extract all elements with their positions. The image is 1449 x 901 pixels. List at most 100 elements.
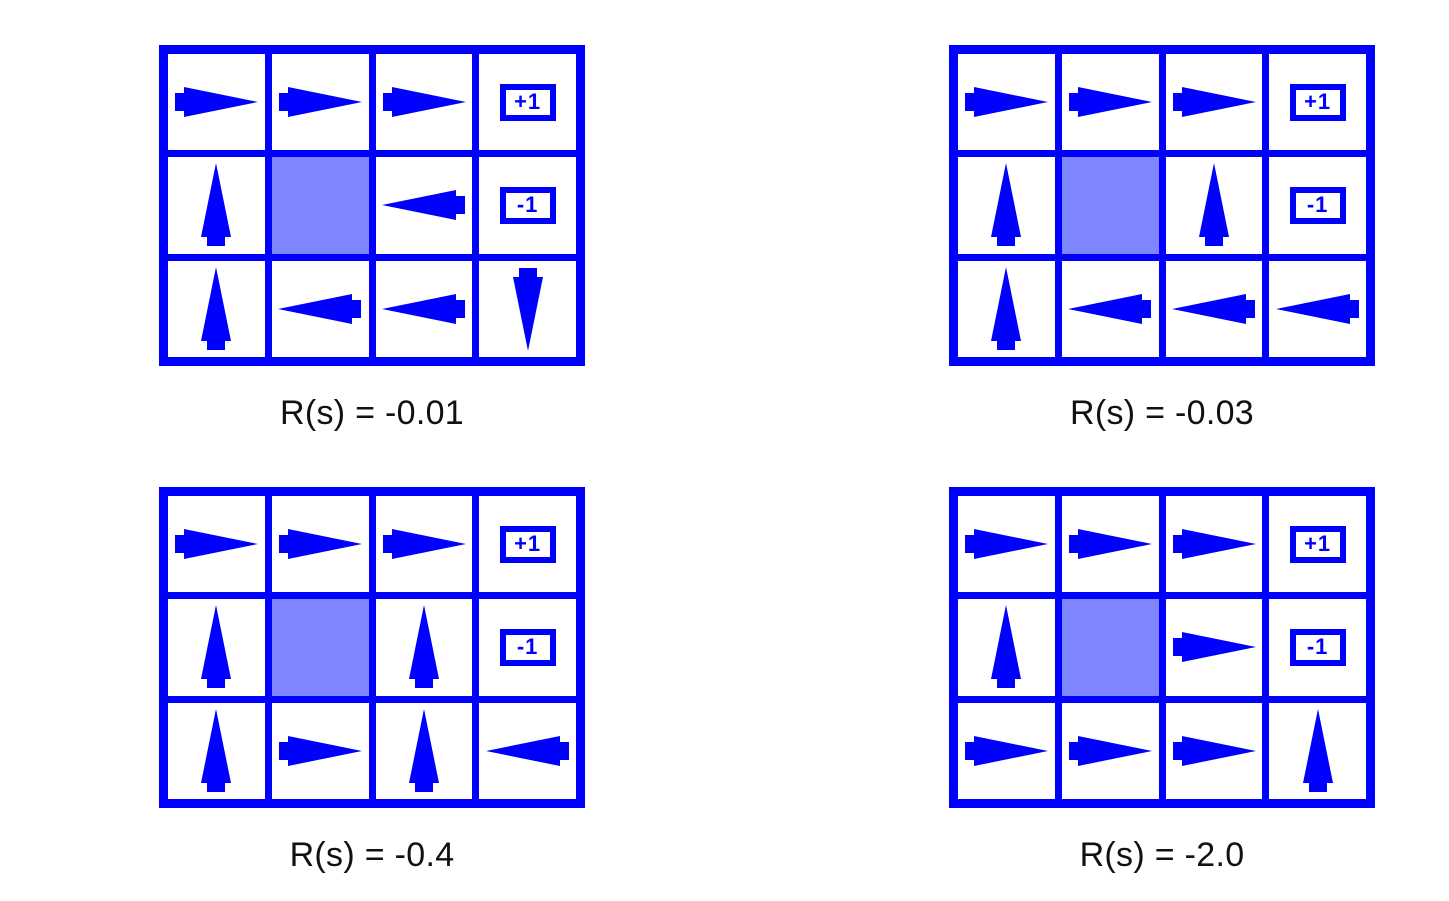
terminal-cell-negative: -1	[1269, 599, 1366, 696]
policy-cell-right	[271, 496, 369, 593]
reward-box: +1	[1289, 83, 1346, 121]
policy-cell-right	[1061, 702, 1159, 799]
arrow-right-icon	[279, 87, 363, 118]
policy-cell-right	[271, 54, 369, 151]
arrow-left-icon	[1275, 293, 1359, 324]
terminal-cell-positive: +1	[479, 54, 576, 151]
blocked-cell	[271, 157, 369, 254]
reward-box: -1	[499, 186, 556, 224]
policy-grid: +1 -1	[949, 487, 1375, 808]
grid-wrapper: +1 -1	[949, 487, 1375, 808]
policy-cell-left	[1269, 260, 1366, 357]
policy-cell-up	[958, 599, 1055, 696]
arrow-right-icon	[965, 529, 1049, 560]
policy-grid: +1 -1	[949, 45, 1375, 366]
policy-cell-right	[375, 54, 473, 151]
grid-wrapper: +1 -1	[159, 487, 585, 808]
arrow-right-icon	[1069, 735, 1153, 766]
policy-cell-right	[271, 702, 369, 799]
arrow-up-icon	[1198, 163, 1229, 247]
policy-grid: +1 -1	[159, 45, 585, 366]
panel-caption: R(s) = -0.03	[1069, 394, 1255, 432]
policy-cell-right	[168, 496, 265, 593]
arrow-left-icon	[381, 293, 465, 324]
arrow-right-icon	[382, 529, 466, 560]
policy-cell-up	[958, 260, 1055, 357]
reward-box: +1	[1289, 525, 1346, 563]
policy-cell-right	[168, 54, 265, 151]
policy-cell-up	[168, 599, 265, 696]
reward-label: +1	[514, 88, 542, 114]
policy-cell-right	[375, 496, 473, 593]
policy-cell-right	[1165, 599, 1263, 696]
terminal-cell-negative: -1	[479, 157, 576, 254]
reward-box: -1	[499, 628, 556, 666]
arrow-up-icon	[201, 163, 232, 247]
reward-label: -1	[516, 633, 539, 659]
arrow-up-icon	[201, 605, 232, 689]
blocked-cell	[271, 599, 369, 696]
panel-caption: R(s) = -0.01	[279, 394, 465, 432]
policy-cell-right	[1061, 54, 1159, 151]
policy-cell-down	[479, 260, 576, 357]
policy-cell-left	[479, 702, 576, 799]
arrow-left-icon	[381, 190, 465, 221]
panel-caption: R(s) = -0.4	[289, 836, 455, 874]
policy-cell-left	[1165, 260, 1263, 357]
arrow-down-icon	[512, 267, 543, 351]
policy-cell-up	[375, 702, 473, 799]
reward-box: -1	[1289, 628, 1346, 666]
arrow-right-icon	[965, 87, 1049, 118]
arrow-up-icon	[201, 708, 232, 792]
policy-cell-up	[1269, 702, 1366, 799]
arrow-right-icon	[1172, 632, 1256, 663]
policy-cell-up	[168, 157, 265, 254]
policy-cell-left	[375, 260, 473, 357]
reward-label: +1	[514, 530, 542, 556]
blocked-cell	[1061, 599, 1159, 696]
arrow-up-icon	[408, 605, 439, 689]
policy-cell-up	[168, 702, 265, 799]
policy-grid: +1 -1	[159, 487, 585, 808]
arrow-right-icon	[382, 87, 466, 118]
arrow-right-icon	[175, 87, 259, 118]
arrow-left-icon	[1068, 293, 1152, 324]
terminal-cell-negative: -1	[479, 599, 576, 696]
arrow-right-icon	[1172, 529, 1256, 560]
policy-cell-up	[958, 157, 1055, 254]
policy-cell-right	[958, 702, 1055, 799]
reward-label: -1	[516, 191, 539, 217]
reward-label: -1	[1306, 191, 1329, 217]
arrow-right-icon	[965, 735, 1049, 766]
arrow-right-icon	[1172, 735, 1256, 766]
arrow-up-icon	[991, 163, 1022, 247]
policy-cell-left	[1061, 260, 1159, 357]
terminal-cell-negative: -1	[1269, 157, 1366, 254]
terminal-cell-positive: +1	[479, 496, 576, 593]
reward-box: +1	[499, 83, 556, 121]
arrow-left-icon	[278, 293, 362, 324]
arrow-up-icon	[408, 708, 439, 792]
reward-box: -1	[1289, 186, 1346, 224]
policy-cell-up	[375, 599, 473, 696]
reward-box: +1	[499, 525, 556, 563]
policy-cell-right	[958, 496, 1055, 593]
arrow-right-icon	[175, 529, 259, 560]
reward-label: +1	[1304, 530, 1332, 556]
arrow-right-icon	[279, 529, 363, 560]
arrow-right-icon	[279, 735, 363, 766]
terminal-cell-positive: +1	[1269, 496, 1366, 593]
policy-cell-right	[1165, 496, 1263, 593]
reward-label: -1	[1306, 633, 1329, 659]
policy-cell-right	[1061, 496, 1159, 593]
arrow-right-icon	[1172, 87, 1256, 118]
policy-cell-right	[958, 54, 1055, 151]
arrow-up-icon	[201, 266, 232, 350]
policy-cell-right	[1165, 54, 1263, 151]
policy-cell-right	[1165, 702, 1263, 799]
arrow-left-icon	[1171, 293, 1255, 324]
